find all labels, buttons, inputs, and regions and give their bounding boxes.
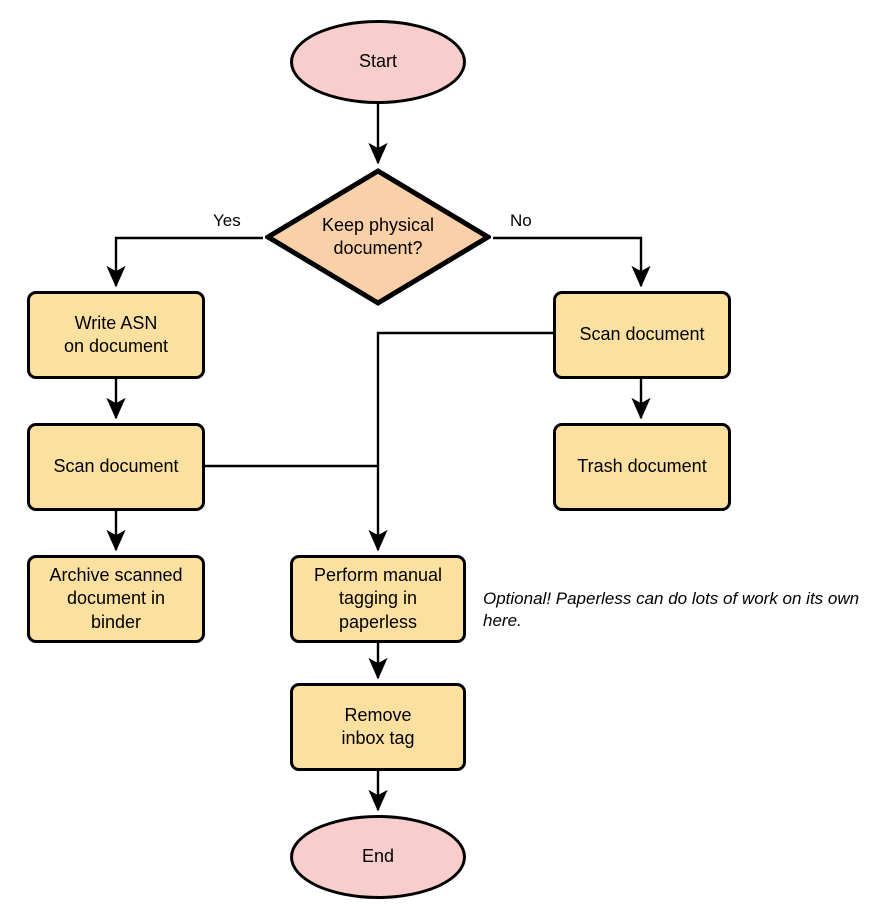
node-scan-document-right[interactable]: Scan document: [553, 291, 731, 379]
node-end-label: End: [361, 846, 395, 867]
node-archive-scanned-document-in-binder-label: Archive scanned document in binder: [49, 565, 183, 632]
node-start-label: Start: [358, 51, 397, 72]
node-scan-document-left[interactable]: Scan document: [27, 423, 205, 511]
node-keep-physical-document-label: Keep physical document?: [321, 214, 435, 258]
edge-decision-yes: [106, 236, 263, 288]
node-trash-document-label: Trash document: [577, 456, 707, 477]
node-trash-document[interactable]: Trash document: [553, 423, 731, 511]
node-perform-manual-tagging-in-paperless[interactable]: Perform manual tagging in paperless: [290, 555, 466, 643]
node-keep-physical-document[interactable]: Keep physical document?: [265, 168, 491, 306]
edge-label-yes: Yes: [211, 211, 243, 231]
annotation-optional-note: Optional! Paperless can do lots of work …: [483, 589, 860, 631]
edge-scan-right-to-tagging: [368, 331, 553, 552]
node-archive-scanned-document-in-binder[interactable]: Archive scanned document in binder: [27, 555, 205, 643]
node-write-asn-on-document[interactable]: Write ASN on document: [27, 291, 205, 379]
node-start[interactable]: Start: [290, 20, 466, 104]
node-perform-manual-tagging-in-paperless-label: Perform manual tagging in paperless: [313, 565, 443, 632]
node-remove-inbox-tag[interactable]: Remove inbox tag: [290, 683, 466, 771]
edge-decision-no: [493, 236, 651, 288]
edge-label-no: No: [508, 211, 534, 231]
node-write-asn-on-document-label: Write ASN on document: [63, 312, 169, 356]
node-end[interactable]: End: [290, 815, 466, 899]
diamond-shape: [265, 168, 491, 306]
node-remove-inbox-tag-label: Remove inbox tag: [341, 704, 415, 748]
node-scan-document-left-label: Scan document: [53, 456, 179, 477]
node-scan-document-right-label: Scan document: [579, 324, 705, 345]
